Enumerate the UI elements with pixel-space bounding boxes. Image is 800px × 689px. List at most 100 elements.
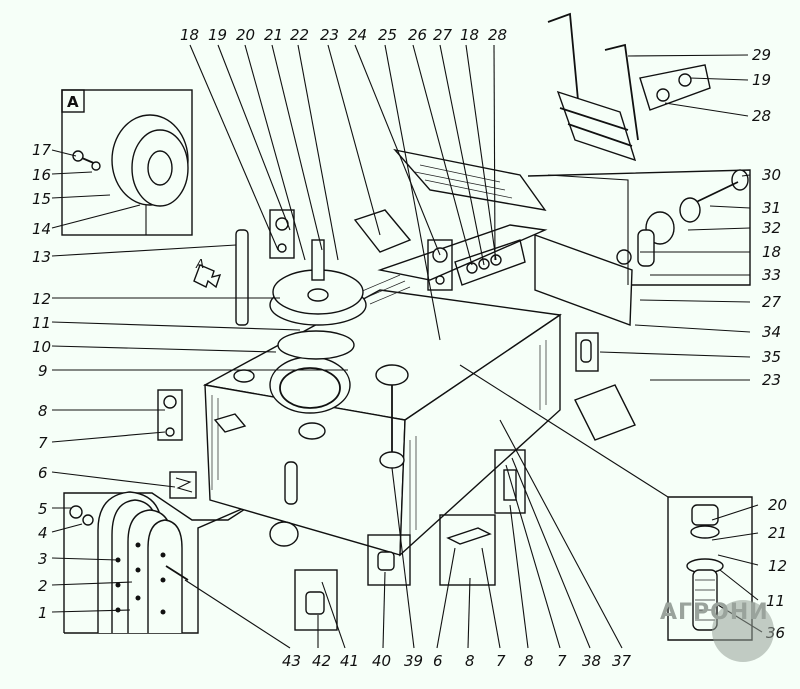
callout: 35	[762, 348, 781, 366]
callout: 3	[38, 550, 48, 568]
callout: 34	[762, 323, 781, 341]
level-gauge-cap	[375, 364, 409, 386]
callout: 23	[320, 26, 339, 44]
hydraulic-tank	[202, 148, 562, 557]
valve-assembly	[616, 169, 749, 267]
tank-rear-top	[377, 224, 548, 281]
view-arrow-label: A	[195, 257, 204, 271]
inset-valve	[527, 169, 751, 286]
inset-7-8-38	[494, 449, 526, 514]
filler-ring	[279, 367, 341, 409]
callouts-top: 18 19 20 21 22 23 24 25 26 27 18 28	[180, 26, 507, 44]
callout: 8	[38, 402, 48, 420]
callout: 6	[38, 464, 48, 482]
callout: 23	[762, 371, 781, 389]
callout: 32	[762, 219, 781, 237]
watermark-text: АГРОНИ	[660, 600, 769, 625]
callout: 43	[282, 652, 301, 670]
outlet-fitting	[269, 521, 299, 547]
filler-flange	[269, 356, 351, 414]
inset-23-top	[353, 209, 412, 253]
callout: 38	[582, 652, 601, 670]
inset-cover	[63, 471, 291, 634]
callout: 22	[290, 26, 309, 44]
filter-cap	[691, 504, 719, 526]
bolt-13	[235, 229, 249, 326]
flange-bore	[147, 150, 173, 186]
callout: 15	[32, 190, 51, 208]
callout: 27	[762, 293, 782, 311]
callout: 21	[264, 26, 283, 44]
callouts-right: 29 19 28 30 31 32 18 33 27 34 35 23	[752, 46, 782, 389]
cover-plate	[147, 519, 183, 633]
callout: 28	[488, 26, 507, 44]
callout: 21	[768, 524, 787, 542]
callout: 18	[180, 26, 199, 44]
inset-40	[367, 534, 411, 586]
callout: 9	[38, 362, 48, 380]
sight-glass	[284, 461, 298, 505]
inset-a-tag: A	[67, 93, 79, 111]
callout: 42	[312, 652, 331, 670]
cover-hub	[307, 288, 329, 302]
callout: 12	[768, 557, 787, 575]
inset-washers	[454, 239, 526, 286]
callout: 10	[32, 338, 51, 356]
inset-6-7-8	[439, 514, 496, 586]
callout: 7	[38, 434, 48, 452]
callout: 6	[433, 652, 443, 670]
callout: 26	[408, 26, 427, 44]
breather-plug	[233, 369, 255, 383]
callout: 19	[208, 26, 227, 44]
callout: 40	[372, 652, 391, 670]
inset-a-frame	[61, 89, 193, 236]
callout: 11	[766, 592, 785, 610]
callout: 7	[496, 652, 506, 670]
callout: 8	[524, 652, 534, 670]
tank-side	[399, 313, 561, 557]
inset-7-8	[157, 389, 183, 441]
inset-19-28	[639, 64, 711, 111]
inset-24-25	[427, 239, 453, 291]
leader-lines	[51, 44, 763, 649]
callout: 27	[433, 26, 453, 44]
inset-23-right	[574, 384, 636, 441]
callout: 2	[38, 577, 48, 595]
gasket-10	[277, 330, 355, 360]
watermark-circle	[712, 600, 774, 662]
callout: 5	[38, 500, 48, 518]
ladder	[547, 12, 639, 162]
inset-a: A	[61, 89, 193, 236]
drain-opening	[298, 422, 326, 440]
stud	[165, 565, 189, 581]
callout: 19	[752, 71, 771, 89]
callout: 14	[32, 220, 51, 238]
callout: 8	[465, 652, 475, 670]
inset-6-box	[169, 471, 197, 499]
callouts-bottom: 43 42 41 40 39 6 8 7 8 7 38 37	[282, 652, 632, 670]
washer	[82, 514, 94, 526]
callout: 24	[348, 26, 367, 44]
nut	[69, 505, 83, 519]
side-fitting	[213, 413, 247, 433]
callout: 29	[752, 46, 771, 64]
callout: 30	[762, 166, 781, 184]
panel-34	[534, 234, 633, 326]
callout: 20	[768, 496, 787, 514]
inset-42	[294, 569, 338, 631]
filter-cover	[269, 239, 367, 360]
callouts-left: 17 16 15 14 13 12 11 10 9 8 7 6 5 4 3 2 …	[32, 141, 52, 622]
callout: 17	[32, 141, 52, 159]
callout: 20	[236, 26, 255, 44]
callout: 11	[32, 314, 51, 332]
view-arrow-icon	[193, 264, 222, 289]
callout: 16	[32, 166, 51, 184]
callout: 13	[32, 248, 51, 266]
callout: 18	[460, 26, 479, 44]
callout: 12	[32, 290, 51, 308]
callout: 39	[404, 652, 423, 670]
callout: 41	[340, 652, 359, 670]
bolt-head	[72, 150, 84, 162]
callout: 25	[378, 26, 397, 44]
